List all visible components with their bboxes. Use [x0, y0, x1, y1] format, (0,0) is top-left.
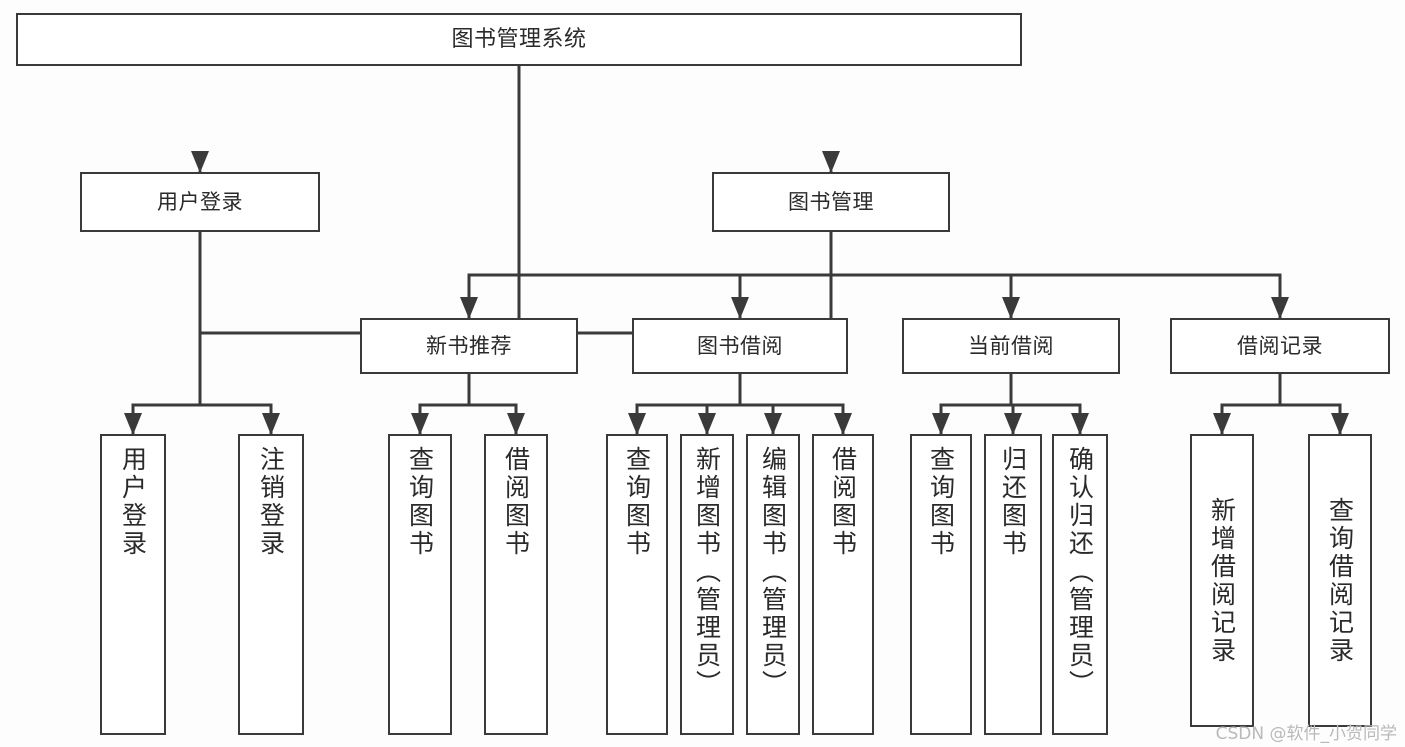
node-book-management[interactable]: 图书管理 [712, 172, 950, 232]
node-current-borrowing[interactable]: 当前借阅 [902, 318, 1120, 374]
node-user-login[interactable]: 用户登录 [80, 172, 320, 232]
node-label: 查询图书 [405, 446, 435, 558]
node-label: 归还图书 [998, 446, 1028, 558]
node-label: 用户登录 [118, 446, 148, 558]
leaf-query-book-recommendation[interactable]: 查询图书 [388, 434, 452, 735]
leaf-query-book-current[interactable]: 查询图书 [910, 434, 972, 735]
node-label: 借阅图书 [501, 446, 531, 558]
node-label: 图书借阅 [697, 333, 783, 358]
node-label: 查询借阅记录 [1325, 496, 1355, 665]
node-borrowing-record[interactable]: 借阅记录 [1170, 318, 1390, 374]
node-label: 借阅记录 [1237, 333, 1323, 358]
leaf-add-book-admin[interactable]: 新增图书（管理员） [680, 434, 734, 735]
leaf-confirm-return-admin[interactable]: 确认归还（管理员） [1052, 434, 1108, 735]
node-label: 查询图书 [926, 446, 956, 558]
node-label: 图书管理系统 [451, 26, 587, 52]
node-label: 新增图书（管理员） [692, 446, 722, 698]
node-root-book-management-system[interactable]: 图书管理系统 [16, 13, 1022, 66]
node-label: 新书推荐 [426, 333, 512, 358]
node-label: 当前借阅 [968, 333, 1054, 358]
leaf-add-borrow-record[interactable]: 新增借阅记录 [1190, 434, 1254, 727]
node-label: 借阅图书 [828, 446, 858, 558]
node-label: 新增借阅记录 [1207, 496, 1237, 665]
leaf-edit-book-admin[interactable]: 编辑图书（管理员） [746, 434, 800, 735]
csdn-watermark: CSDN @软件_小贺同学 [1215, 724, 1397, 744]
node-book-borrowing[interactable]: 图书借阅 [632, 318, 848, 374]
node-label: 图书管理 [788, 189, 874, 214]
leaf-logout[interactable]: 注销登录 [238, 434, 304, 735]
leaf-return-book[interactable]: 归还图书 [984, 434, 1042, 735]
leaf-borrow-book-recommendation[interactable]: 借阅图书 [484, 434, 548, 735]
node-label: 注销登录 [256, 446, 286, 558]
node-label: 用户登录 [157, 189, 243, 214]
node-label: 编辑图书（管理员） [758, 446, 788, 698]
node-label: 查询图书 [622, 446, 652, 558]
leaf-user-login[interactable]: 用户登录 [100, 434, 166, 735]
node-new-book-recommendation[interactable]: 新书推荐 [360, 318, 578, 374]
node-label: 确认归还（管理员） [1065, 446, 1095, 698]
leaf-query-book-borrowing[interactable]: 查询图书 [606, 434, 668, 735]
leaf-query-borrow-record[interactable]: 查询借阅记录 [1308, 434, 1372, 727]
leaf-borrow-book-borrowing[interactable]: 借阅图书 [812, 434, 874, 735]
